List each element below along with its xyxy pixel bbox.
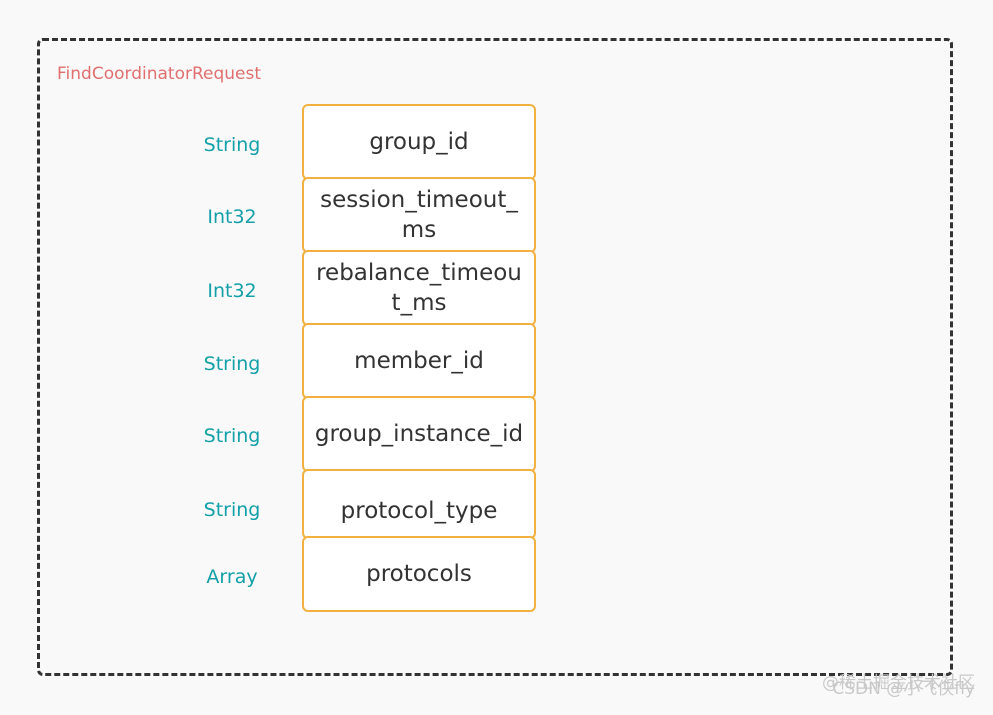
field-type-label: String <box>203 134 261 156</box>
field-box: protocols <box>302 536 536 612</box>
field-name: group_instance_id <box>314 421 524 447</box>
field-type-label: String <box>203 425 261 447</box>
field-type-label: Int32 <box>207 280 257 302</box>
dashed-frame <box>37 38 953 676</box>
field-box: group_instance_id <box>302 396 536 472</box>
field-name: member_id <box>354 348 484 374</box>
field-name: rebalance_timeout_ms <box>316 260 522 316</box>
watermark-line: @稀土掘金技术社区 <box>822 673 975 693</box>
field-type-label: String <box>203 499 261 521</box>
field-box: member_id <box>302 323 536 399</box>
field-box: protocol_type <box>302 469 536 539</box>
field-box: rebalance_timeout_ms <box>302 250 536 326</box>
diagram-title: FindCoordinatorRequest <box>57 64 262 84</box>
field-type-label: String <box>203 353 261 375</box>
field-box: session_timeout_ms <box>302 177 536 253</box>
field-type-label: Array <box>206 566 258 588</box>
field-box: group_id <box>302 104 536 180</box>
field-type-label: Int32 <box>207 206 257 228</box>
field-name: session_timeout_ms <box>320 187 518 243</box>
watermark-line: CSDN @小飞侠fly <box>832 679 975 699</box>
field-name: protocol_type <box>340 498 498 524</box>
field-name: group_id <box>369 129 469 155</box>
watermark: @稀土掘金技术社区 CSDN @小飞侠fly <box>822 673 975 699</box>
field-name: protocols <box>366 561 472 587</box>
